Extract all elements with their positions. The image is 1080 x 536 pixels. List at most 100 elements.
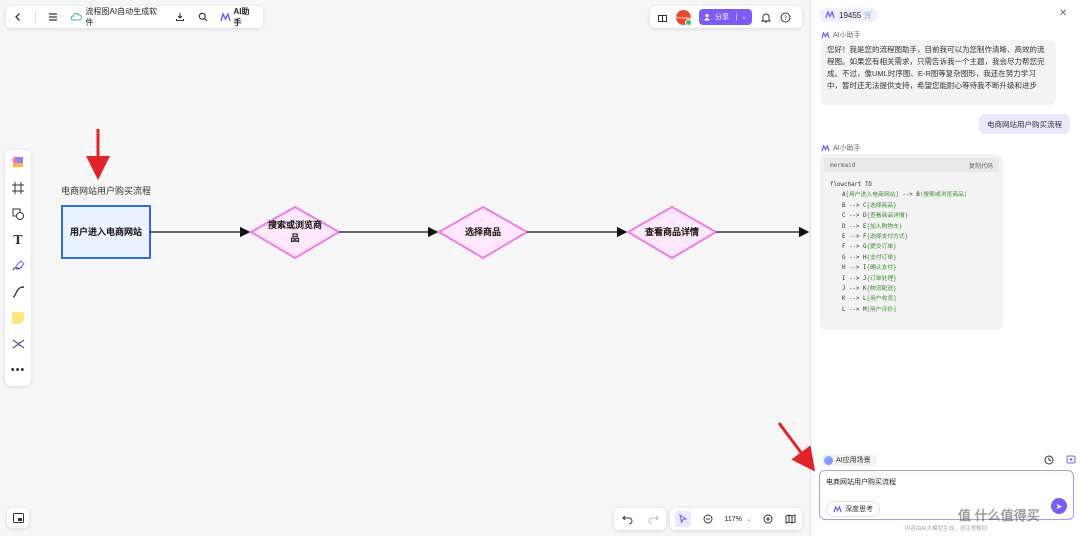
- svg-text:?: ?: [784, 15, 787, 22]
- credits-badge[interactable]: 19455 🛒: [819, 8, 878, 22]
- code-string: {支付订单}: [866, 254, 897, 261]
- history-clock-icon[interactable]: [1043, 454, 1055, 466]
- mind-map-icon[interactable]: [11, 337, 25, 351]
- code-string: {物流配送}: [866, 286, 897, 293]
- flow-node-select-shape[interactable]: [437, 205, 529, 260]
- document-title-group[interactable]: 流程图AI自动生成软件: [70, 6, 164, 28]
- share-label: 分享: [715, 14, 729, 21]
- code-token: --> D: [845, 213, 867, 220]
- code-token: --> G: [845, 244, 867, 251]
- document-title: 流程图AI自动生成软件: [85, 7, 158, 27]
- shape-tool-icon[interactable]: [11, 207, 25, 221]
- user-plus-icon: [704, 11, 712, 23]
- code-token: K: [842, 296, 846, 303]
- chat-input-box[interactable]: 电商网站用户购买流程 深度思考 ➤: [819, 470, 1074, 520]
- chevron-down-icon[interactable]: ⌄: [736, 13, 747, 21]
- flow-node-start-label: 用户进入电商网站: [69, 226, 142, 237]
- text-tool-icon[interactable]: T: [13, 233, 23, 247]
- flow-node-detail-shape[interactable]: [626, 205, 718, 260]
- cart-icon: 🛒: [864, 12, 873, 19]
- close-icon[interactable]: ✕: [1059, 8, 1068, 19]
- flow-node-browse-shape[interactable]: [249, 205, 341, 260]
- code-line: L --> M[用户评价]: [830, 305, 993, 315]
- code-string: (搜索或浏览商品): [919, 192, 968, 199]
- ai-logo-icon: [821, 142, 830, 154]
- send-button[interactable]: ➤: [1051, 498, 1067, 514]
- code-token: J: [842, 286, 846, 293]
- code-line: D --> E{加入购物车}: [830, 222, 993, 232]
- code-token: --> L: [845, 296, 867, 303]
- code-string: {选择商品}: [866, 202, 897, 209]
- watermark: 值 什么值得买: [958, 508, 1040, 523]
- ai-assistant-button[interactable]: AI助手: [220, 6, 257, 28]
- search-icon[interactable]: [197, 11, 209, 23]
- code-string: {选择支付方式}: [866, 234, 909, 241]
- code-line: F --> G{提交订单}: [830, 242, 993, 252]
- zoom-dropdown-icon[interactable]: ⌄: [746, 516, 752, 523]
- user-message: 电商网站用户购买流程: [979, 114, 1070, 134]
- ai-logo-icon: [824, 9, 836, 21]
- back-chevron-icon[interactable]: [12, 11, 24, 23]
- minimap-toggle-button[interactable]: [7, 508, 29, 528]
- history-controls: [614, 508, 666, 530]
- code-line: K --> L[用户收货]: [830, 294, 993, 304]
- code-line: A[用户进入电商网站] --> B(搜索或浏览商品): [830, 190, 993, 200]
- code-token: B: [842, 202, 846, 209]
- bot-name: AI小助手: [833, 32, 861, 39]
- sticky-note-icon[interactable]: [11, 311, 25, 325]
- deep-think-toggle[interactable]: 深度思考: [826, 501, 880, 517]
- code-token: --> B: [898, 192, 920, 199]
- whiteboard-canvas[interactable]: 电商网站用户购买流程 用户进入电商网站 搜索或浏览商品 选择商品 查看商品详情 …: [0, 0, 810, 536]
- flowchart-title: 电商网站用户购买流程: [61, 186, 152, 196]
- code-line: C --> D{查看商品详情}: [830, 211, 993, 221]
- redo-icon[interactable]: [647, 513, 659, 525]
- bot-name: AI小助手: [833, 145, 861, 152]
- code-line: J --> K{物流配送}: [830, 284, 993, 294]
- select-pointer-icon[interactable]: [675, 511, 692, 527]
- code-string: {订单处理}: [866, 275, 897, 282]
- bell-icon[interactable]: [760, 11, 772, 23]
- chat-input-text[interactable]: 电商网站用户购买流程: [826, 479, 896, 486]
- code-string: {确认支付}: [866, 265, 897, 272]
- connector-tool-icon[interactable]: [11, 285, 25, 299]
- flow-node-start-shape[interactable]: [61, 205, 151, 259]
- more-tools-icon[interactable]: •••: [10, 364, 26, 376]
- help-icon[interactable]: ?: [780, 11, 792, 23]
- avatar[interactable]: Personal: [676, 9, 692, 26]
- code-token: I: [842, 275, 846, 282]
- code-token: C: [842, 213, 846, 220]
- ai-logo-icon: [220, 11, 232, 23]
- undo-icon[interactable]: [621, 513, 633, 525]
- shapes-palette-icon[interactable]: [11, 155, 25, 169]
- code-line: H --> I{确认支付}: [830, 263, 993, 273]
- code-string: [用户评价]: [866, 306, 897, 313]
- download-icon[interactable]: [174, 11, 186, 23]
- menu-icon[interactable]: [47, 11, 59, 23]
- code-string: [用户收货]: [866, 296, 897, 303]
- zoom-in-icon[interactable]: [762, 513, 774, 525]
- zoom-controls: 117% ⌄: [670, 508, 802, 530]
- zoom-level[interactable]: 117%: [724, 515, 742, 523]
- map-view-icon[interactable]: [785, 513, 797, 525]
- code-line: flowchart TD: [830, 182, 872, 188]
- zoom-out-icon[interactable]: [702, 513, 714, 525]
- ai-assistant-label: AI助手: [233, 7, 250, 27]
- code-line: E --> F{选择支付方式}: [830, 232, 993, 242]
- top-toolbar: 流程图AI自动生成软件 AI助手: [6, 6, 263, 28]
- scenarios-icon: [824, 455, 833, 465]
- new-chat-icon[interactable]: [1065, 454, 1077, 466]
- frame-icon[interactable]: [11, 181, 25, 195]
- bot-name-row: AI小助手: [821, 142, 861, 154]
- gift-box-icon[interactable]: [656, 11, 668, 23]
- flow-node-browse-label: 搜索或浏览商品: [268, 220, 323, 243]
- share-button[interactable]: 分享 ⌄: [699, 9, 752, 25]
- code-line: I --> J{订单处理}: [830, 274, 993, 284]
- pen-tool-icon[interactable]: [11, 259, 25, 273]
- ai-scenarios-button[interactable]: AI应用场景: [821, 454, 877, 466]
- copy-code-button[interactable]: 复制代码: [968, 163, 993, 170]
- code-string: [用户进入电商网站]: [845, 192, 899, 199]
- send-icon: ➤: [1055, 501, 1063, 511]
